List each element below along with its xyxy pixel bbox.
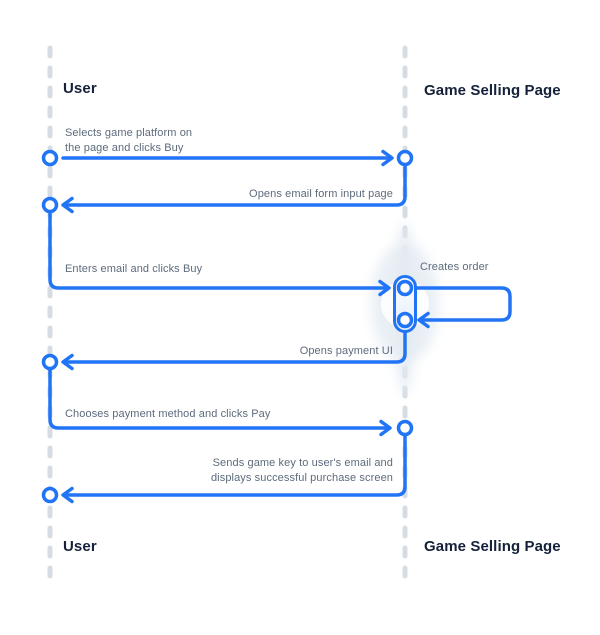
message-label-opens-email-form: Opens email form input page <box>249 188 393 200</box>
message-label-selects-platform: Selects game platform on the page and cl… <box>65 127 193 154</box>
node-page-msg3 <box>396 279 414 297</box>
node-user-msg5 <box>41 353 59 371</box>
node-page-self-loop <box>396 311 414 329</box>
arrowhead-left-icon <box>61 196 74 214</box>
node-page-msg6 <box>396 419 414 437</box>
node-page-msg1 <box>396 149 414 167</box>
actor-label-game-selling-page-top: Game Selling Page <box>424 82 561 99</box>
actor-label-user-top: User <box>63 80 97 97</box>
message-arrow-sends-game-key <box>61 435 407 504</box>
arrowhead-right-icon <box>381 149 394 167</box>
message-arrow-enters-email <box>48 212 391 297</box>
message-label-sends-game-key: Sends game key to user's email and displ… <box>210 457 393 484</box>
message-arrow-chooses-payment <box>48 369 392 437</box>
arrowhead-right-icon <box>379 419 392 437</box>
node-user-msg2 <box>41 196 59 214</box>
arrowhead-left-icon <box>61 353 74 371</box>
actor-label-game-selling-page-bottom: Game Selling Page <box>424 538 561 555</box>
arrowhead-left-icon <box>61 486 74 504</box>
message-label-chooses-payment: Chooses payment method and clicks Pay <box>65 408 271 420</box>
arrowhead-right-icon <box>378 279 391 297</box>
message-label-opens-payment-ui: Opens payment UI <box>299 345 393 357</box>
message-label-enters-email: Enters email and clicks Buy <box>65 263 203 275</box>
message-arrow-selects-platform <box>61 149 394 167</box>
node-user-msg1 <box>41 149 59 167</box>
message-arrow-opens-email-form <box>61 165 407 214</box>
actor-label-user-bottom: User <box>63 538 97 555</box>
arrowhead-left-icon <box>417 311 430 329</box>
message-arrow-opens-payment-ui <box>61 327 407 371</box>
message-arrow-creates-order-self-loop <box>412 286 512 329</box>
message-label-creates-order: Creates order <box>420 261 489 273</box>
node-user-msg7 <box>41 486 59 504</box>
